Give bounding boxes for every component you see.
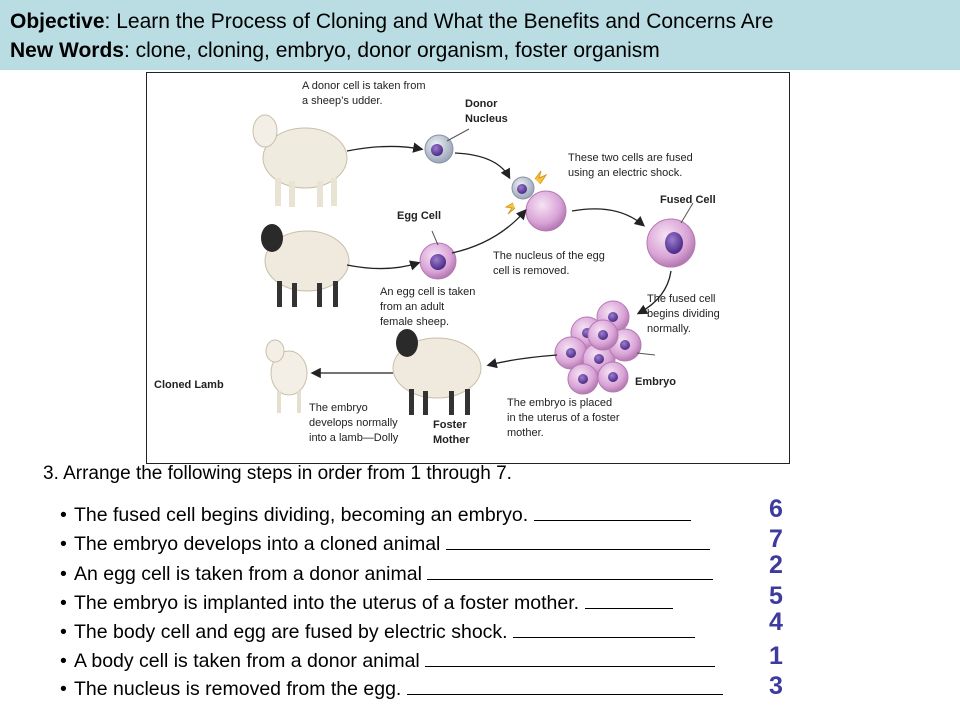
answer-value: 3 — [769, 672, 783, 700]
label-nucleus-removed: The nucleus of the egg cell is removed. — [493, 250, 605, 277]
label-donor-cell: A donor cell is taken from a sheep’s udd… — [302, 80, 426, 107]
egg-donor-sheep — [261, 224, 350, 307]
fused-cell — [646, 218, 696, 268]
donor-sheep — [252, 114, 348, 207]
step-item: •The nucleus is removed from the egg. — [60, 674, 723, 700]
step-text: The embryo develops into a cloned animal — [74, 533, 446, 555]
answer-blank[interactable] — [584, 588, 673, 609]
label-embryo: Embryo — [635, 376, 676, 388]
step-item: •A body cell is taken from a donor anima… — [60, 646, 716, 672]
step-text: An egg cell is taken from a donor animal — [74, 563, 428, 585]
step-text: The fused cell begins dividing, becoming… — [74, 504, 534, 526]
answer-value: 7 — [769, 525, 783, 553]
answer-value: 5 — [769, 582, 783, 610]
embryo-cluster — [554, 300, 642, 395]
cloned-lamb — [265, 339, 308, 413]
step-item: •The embryo develops into a cloned anima… — [60, 529, 710, 555]
answer-value: 2 — [769, 551, 783, 579]
header-banner: Objective: Learn the Process of Cloning … — [0, 0, 960, 70]
objective-line: Objective: Learn the Process of Cloning … — [10, 10, 773, 34]
objective-text: : Learn the Process of Cloning and What … — [104, 10, 774, 33]
egg-cell — [419, 242, 457, 280]
label-fused-cell: Fused Cell — [660, 194, 716, 206]
answer-blank[interactable] — [513, 617, 695, 638]
cloning-illustration — [252, 114, 696, 415]
new-words-line: New Words: clone, cloning, embryo, donor… — [10, 39, 660, 63]
new-words-label: New Words — [10, 39, 124, 62]
answer-blank[interactable] — [425, 646, 716, 667]
answer-blank[interactable] — [445, 529, 710, 550]
label-egg-taken: An egg cell is taken from an adult femal… — [380, 286, 476, 328]
question-prompt: 3. Arrange the following steps in order … — [43, 463, 512, 484]
donor-cell — [424, 134, 454, 164]
cloning-diagram: A donor cell is taken from a sheep’s udd… — [146, 72, 790, 464]
step-text: The embryo is implanted into the uterus … — [74, 592, 585, 614]
label-egg-cell: Egg Cell — [397, 210, 442, 222]
answer-blank[interactable] — [427, 559, 714, 580]
label-embryo-placed: The embryo is placed in the uterus of a … — [507, 397, 620, 439]
objective-label: Objective — [10, 10, 105, 33]
process-arrows — [310, 142, 672, 379]
label-donor-nucleus: Donor Nucleus — [465, 98, 508, 125]
step-item: •An egg cell is taken from a donor anima… — [60, 559, 714, 585]
answer-value: 4 — [769, 608, 783, 636]
label-develops: The embryo develops normally into a lamb… — [309, 402, 399, 444]
label-cloned-lamb: Cloned Lamb — [154, 379, 224, 391]
step-item: •The body cell and egg are fused by elec… — [60, 617, 695, 643]
leader-lines — [431, 128, 694, 356]
label-fused-shock: These two cells are fused using an elect… — [568, 152, 693, 179]
step-text: The body cell and egg are fused by elect… — [74, 621, 513, 643]
label-foster-mother: Foster Mother — [433, 419, 470, 446]
answer-value: 6 — [769, 495, 783, 523]
answer-blank[interactable] — [406, 674, 723, 695]
fusing-cells — [504, 170, 567, 232]
foster-mother-sheep — [392, 329, 482, 415]
label-dividing: The fused cell begins dividing normally. — [647, 293, 720, 335]
step-item: •The embryo is implanted into the uterus… — [60, 588, 673, 614]
new-words-text: : clone, cloning, embryo, donor organism… — [123, 39, 660, 62]
answer-value: 1 — [769, 642, 783, 670]
step-item: •The fused cell begins dividing, becomin… — [60, 500, 691, 526]
answer-blank[interactable] — [533, 500, 691, 521]
step-text: A body cell is taken from a donor animal — [74, 650, 426, 672]
step-text: The nucleus is removed from the egg. — [74, 678, 407, 700]
